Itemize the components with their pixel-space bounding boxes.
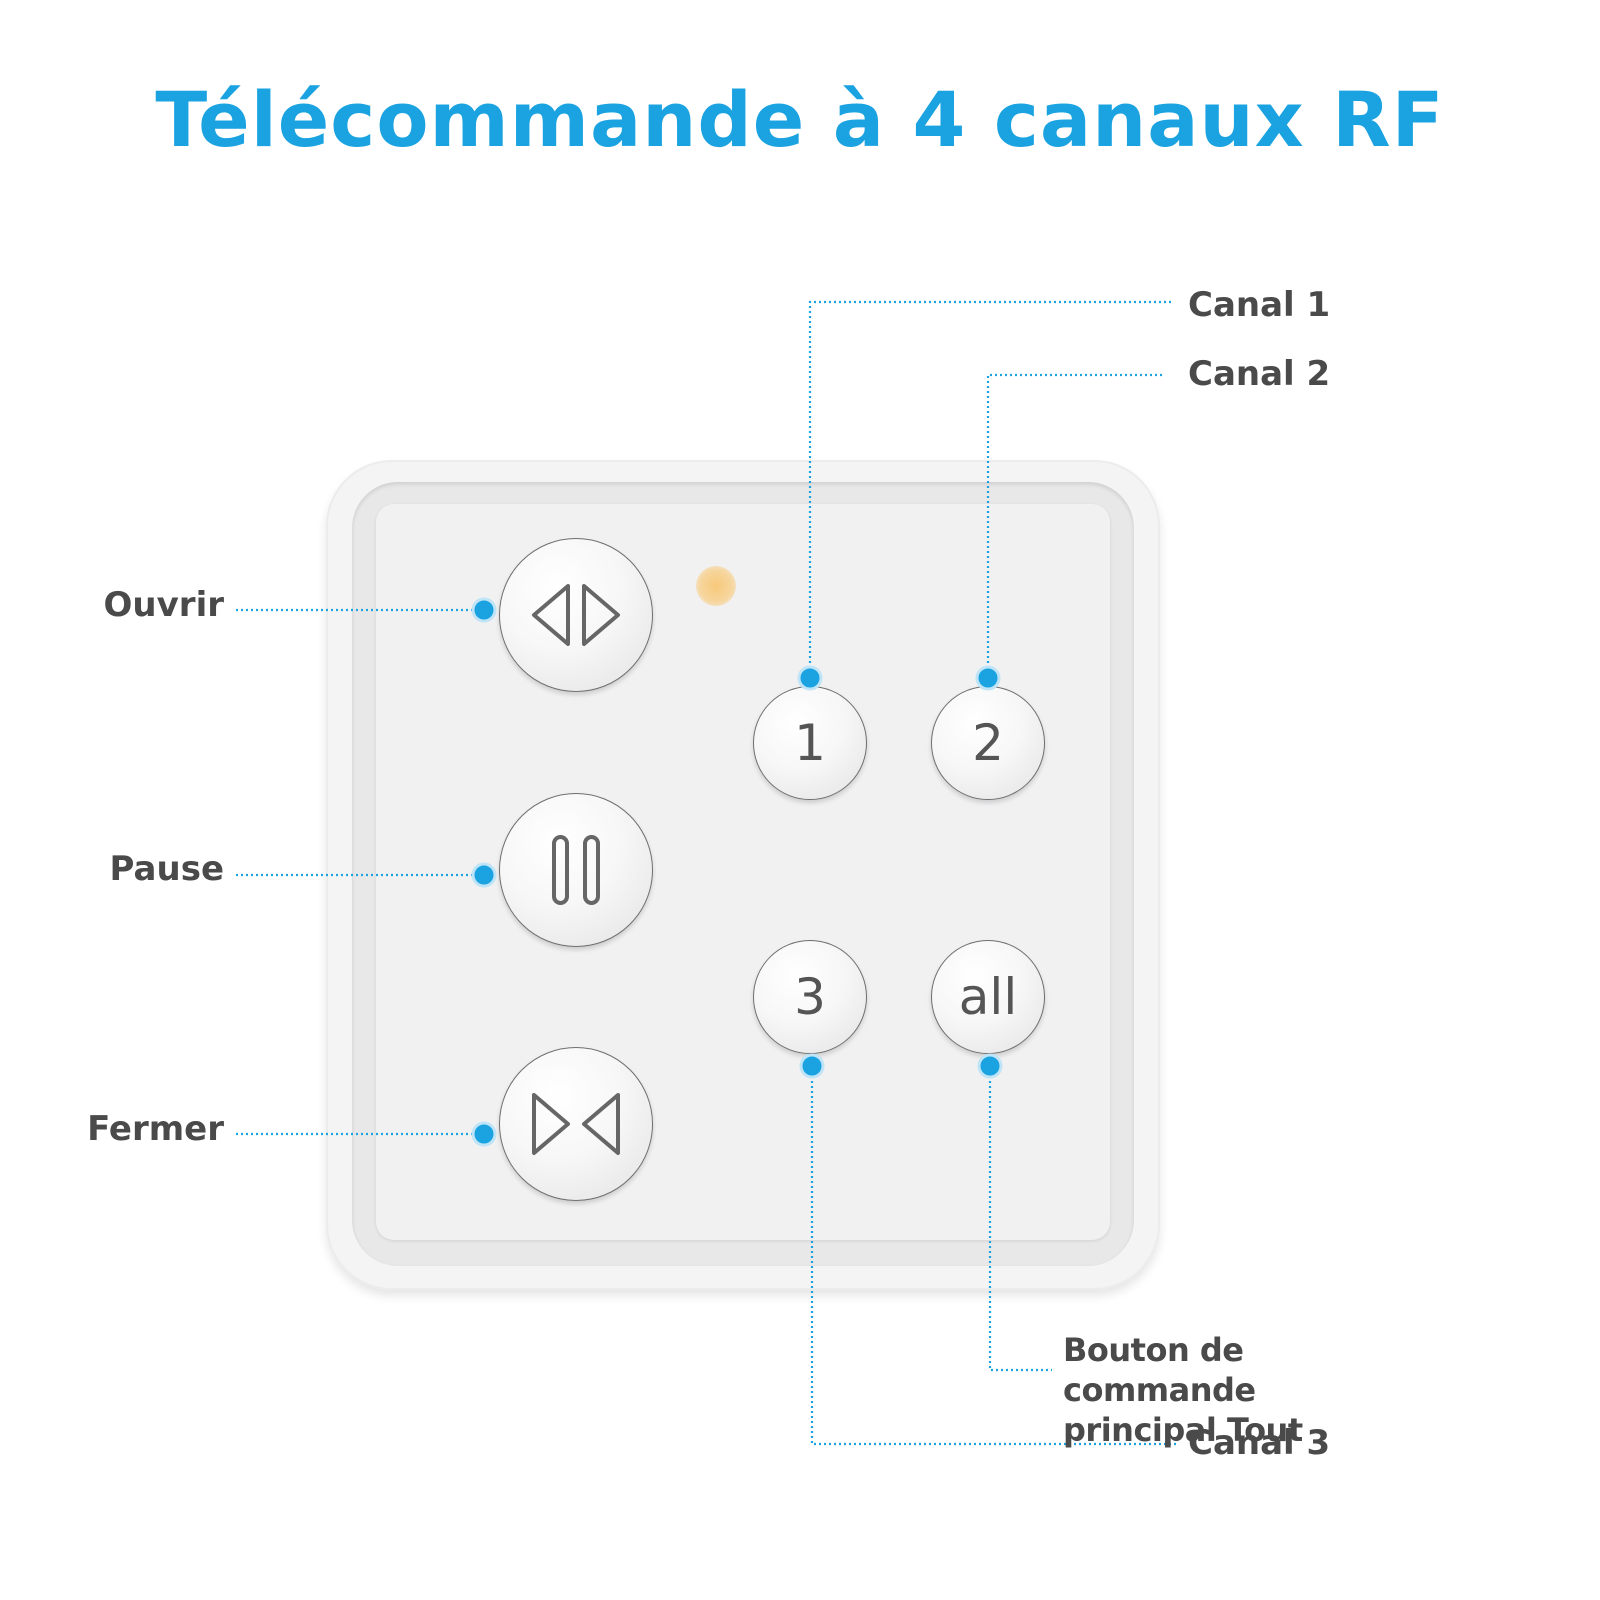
all-channels-button-label: all: [958, 968, 1018, 1026]
open-arrows-icon: [532, 584, 620, 646]
channel-3-button-label: 3: [794, 968, 826, 1026]
all-connector: [988, 1066, 1052, 1372]
channel-3-dot: [799, 1053, 825, 1079]
channel-1-dot: [797, 665, 823, 691]
pause-dot: [471, 862, 497, 888]
close-dot: [471, 1121, 497, 1147]
close-arrows-icon: [532, 1093, 620, 1155]
channel-2-dot: [975, 665, 1001, 691]
all-label-line-2: principal Tout: [1063, 1411, 1303, 1449]
channel-3-button[interactable]: 3: [753, 940, 867, 1054]
all-label-line-1: Bouton de commande: [1063, 1331, 1256, 1409]
all-dot: [977, 1053, 1003, 1079]
pause-button[interactable]: [499, 793, 653, 947]
close-button[interactable]: [499, 1047, 653, 1201]
channel-2-button-label: 2: [972, 714, 1004, 772]
channel-2-label: Canal 2: [1188, 354, 1331, 394]
all-channels-button[interactable]: all: [931, 940, 1045, 1054]
close-label: Fermer: [87, 1109, 224, 1149]
channel-1-button-label: 1: [794, 714, 826, 772]
channel-3-label: Canal 3: [1188, 1423, 1331, 1463]
open-button[interactable]: [499, 538, 653, 692]
channel-2-connector: [986, 373, 1164, 678]
channel-3-connector: [810, 1066, 1176, 1446]
pause-label: Pause: [109, 849, 224, 889]
all-label: Bouton de commande principal Tout: [1063, 1330, 1443, 1450]
channel-1-label: Canal 1: [1188, 285, 1331, 325]
status-led: [696, 566, 736, 606]
pause-icon: [552, 835, 600, 905]
page-title: Télécommande à 4 canaux RF: [155, 75, 1445, 164]
channel-2-button[interactable]: 2: [931, 686, 1045, 800]
channel-1-connector: [808, 300, 1172, 678]
open-label: Ouvrir: [103, 585, 224, 625]
open-dot: [471, 597, 497, 623]
